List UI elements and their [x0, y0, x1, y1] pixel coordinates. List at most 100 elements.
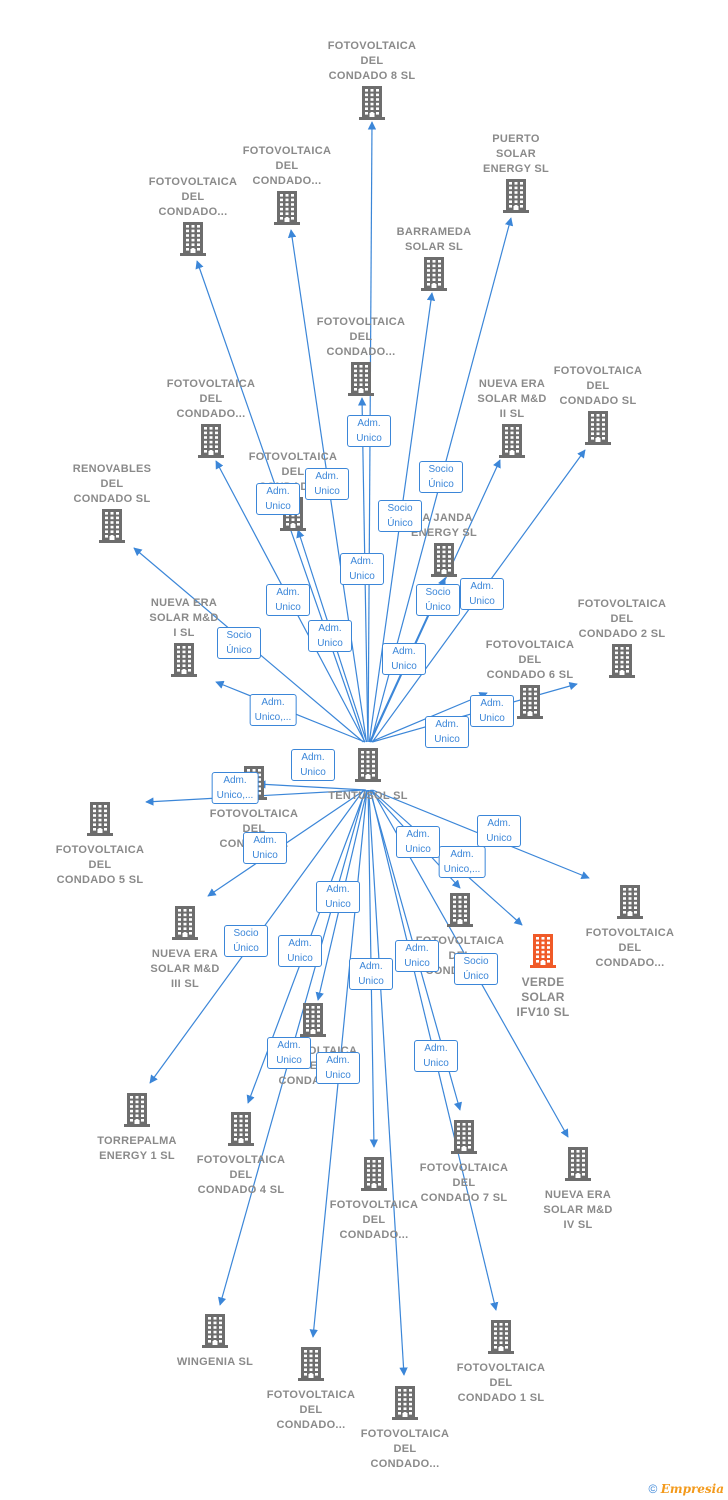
relation-badge[interactable]: Adm. Unico [340, 553, 384, 585]
company-node[interactable]: FOTOVOLTAICA DEL CONDADO... [156, 377, 266, 463]
relation-badge[interactable]: Adm. Unico [396, 826, 440, 858]
relation-badge[interactable]: Adm. Unico [316, 881, 360, 913]
building-icon [160, 1314, 270, 1353]
building-icon [232, 191, 342, 230]
building-icon [306, 362, 416, 401]
building-icon [350, 1386, 460, 1425]
building-icon [575, 885, 685, 924]
company-node[interactable]: NUEVA ERA SOLAR M&D IV SL [523, 1147, 633, 1233]
company-node[interactable]: FOTOVOLTAICA DEL CONDADO... [138, 175, 248, 261]
company-name-label: FOTOVOLTAICA DEL CONDADO... [360, 1428, 450, 1470]
center-company-node[interactable]: TENTUSOL SL [313, 748, 423, 804]
company-name-label: FOTOVOLTAICA DEL CONDADO 7 SL [419, 1162, 509, 1204]
company-name-label: NUEVA ERA SOLAR M&D I SL [149, 597, 219, 639]
brand-logo: Empresia [660, 1482, 724, 1496]
company-name-label: FOTOVOLTAICA DEL CONDADO 2 SL [577, 598, 667, 640]
relation-badge[interactable]: Adm. Unico [291, 749, 335, 781]
relation-badge[interactable]: Adm. Unico [425, 716, 469, 748]
company-node[interactable]: FOTOVOLTAICA DEL CONDADO 5 SL [45, 802, 155, 888]
relation-badge[interactable]: Adm. Unico [316, 1052, 360, 1084]
building-icon [543, 411, 653, 450]
relation-badge[interactable]: Adm. Unico [278, 935, 322, 967]
company-name-label: FOTOVOLTAICA DEL CONDADO... [316, 316, 406, 358]
relation-badge[interactable]: Adm. Unico [308, 620, 352, 652]
company-node[interactable]: FOTOVOLTAICA DEL CONDADO... [319, 1157, 429, 1243]
company-node[interactable]: NUEVA ERA SOLAR M&D III SL [130, 906, 240, 992]
company-node[interactable]: FOTOVOLTAICA DEL CONDADO 7 SL [409, 1120, 519, 1206]
company-node[interactable]: FOTOVOLTAICA DEL CONDADO... [256, 1347, 366, 1433]
company-node[interactable]: NUEVA ERA SOLAR M&D II SL [457, 377, 567, 463]
building-icon [389, 543, 499, 582]
relation-badge[interactable]: Adm. Unico [395, 940, 439, 972]
relation-badge[interactable]: Adm. Unico [470, 695, 514, 727]
relation-badge[interactable]: Adm. Unico [243, 832, 287, 864]
relation-badge[interactable]: Adm. Unico,... [438, 846, 486, 878]
relation-badge[interactable]: Adm. Unico [382, 643, 426, 675]
relation-edge-n31 [368, 789, 408, 1376]
company-name-label: RENOVABLES DEL CONDADO SL [72, 463, 152, 505]
company-name-label: FOTOVOLTAICA DEL CONDADO 4 SL [196, 1154, 286, 1196]
target-company-node[interactable]: VERDE SOLAR IFV10 SL [488, 934, 598, 1020]
relation-badge[interactable]: Adm. Unico,... [249, 694, 297, 726]
relation-badge[interactable]: Socio Único [416, 584, 460, 616]
footer-brand: © Empresia [649, 1482, 724, 1496]
relation-badge[interactable]: Adm. Unico [414, 1040, 458, 1072]
company-node[interactable]: FOTOVOLTAICA DEL CONDADO 4 SL [186, 1112, 296, 1198]
relation-badge[interactable]: Adm. Unico [266, 584, 310, 616]
company-node[interactable]: FOTOVOLTAICA DEL CONDADO... [575, 885, 685, 971]
building-icon [129, 643, 239, 682]
company-node[interactable]: FOTOVOLTAICA DEL CONDADO 1 SL [446, 1320, 556, 1406]
company-node[interactable]: FOTOVOLTAICA DEL CONDADO SL [543, 364, 653, 450]
relation-badge[interactable]: Socio Único [217, 627, 261, 659]
relation-badge[interactable]: Adm. Unico [477, 815, 521, 847]
center-company-label: TENTUSOL SL [328, 790, 408, 802]
company-name-label: FOTOVOLTAICA DEL CONDADO... [166, 378, 256, 420]
building-icon [405, 893, 515, 932]
relation-badge[interactable]: Adm. Unico [256, 483, 300, 515]
company-name-label: FOTOVOLTAICA DEL CONDADO... [148, 176, 238, 218]
company-node[interactable]: FOTOVOLTAICA DEL CONDADO 2 SL [567, 597, 677, 683]
company-node[interactable]: FOTOVOLTAICA DEL CONDADO... [350, 1386, 460, 1472]
company-node[interactable]: FOTOVOLTAICA DEL CONDADO... [306, 315, 416, 401]
company-name-label: NUEVA ERA SOLAR M&D III SL [150, 948, 220, 990]
relation-badge[interactable]: Adm. Unico [460, 578, 504, 610]
company-node[interactable]: RENOVABLES DEL CONDADO SL [57, 462, 167, 548]
company-node[interactable]: FOTOVOLTAICA DEL CONDADO... [232, 144, 342, 230]
relation-badge[interactable]: Socio Único [419, 461, 463, 493]
relation-badge[interactable]: Adm. Unico [349, 958, 393, 990]
building-icon [186, 1112, 296, 1151]
company-node[interactable]: FOTOVOLTAICA DEL CONDADO 6 SL [475, 638, 585, 724]
relation-badge[interactable]: Socio Único [378, 500, 422, 532]
relation-badge[interactable]: Socio Único [224, 925, 268, 957]
building-icon [258, 1003, 368, 1042]
relation-badge[interactable]: Adm. Unico,... [211, 772, 259, 804]
building-icon [256, 1347, 366, 1386]
building-icon [57, 509, 167, 548]
company-name-label: FOTOVOLTAICA DEL CONDADO... [585, 927, 675, 969]
building-icon [313, 748, 423, 787]
building-icon [457, 424, 567, 463]
company-node[interactable]: BARRAMEDA SOLAR SL [379, 225, 489, 296]
company-node[interactable]: TORREPALMA ENERGY 1 SL [82, 1093, 192, 1164]
building-icon [475, 685, 585, 724]
company-node[interactable]: PUERTO SOLAR ENERGY SL [461, 132, 571, 218]
relation-badge[interactable]: Adm. Unico [347, 415, 391, 447]
company-name-label: FOTOVOLTAICA DEL CONDADO... [266, 1389, 356, 1431]
company-node[interactable]: WINGENIA SL [160, 1314, 270, 1370]
company-node[interactable]: FOTOVOLTAICA DEL CONDADO 8 SL [317, 39, 427, 125]
building-icon [82, 1093, 192, 1132]
company-name-label: VERDE SOLAR IFV10 SL [516, 975, 570, 1019]
company-node[interactable]: NUEVA ERA SOLAR M&D I SL [129, 596, 239, 682]
company-name-label: FOTOVOLTAICA DEL CONDADO SL [553, 365, 643, 407]
building-icon [567, 644, 677, 683]
relation-badge[interactable]: Adm. Unico [267, 1037, 311, 1069]
building-icon [138, 222, 248, 261]
company-name-label: FOTOVOLTAICA DEL CONDADO... [329, 1199, 419, 1241]
building-icon [523, 1147, 633, 1186]
relation-badge[interactable]: Adm. Unico [305, 468, 349, 500]
building-icon [461, 179, 571, 218]
building-icon [319, 1157, 429, 1196]
building-icon [130, 906, 240, 945]
building-icon [446, 1320, 556, 1359]
relation-badge[interactable]: Socio Único [454, 953, 498, 985]
